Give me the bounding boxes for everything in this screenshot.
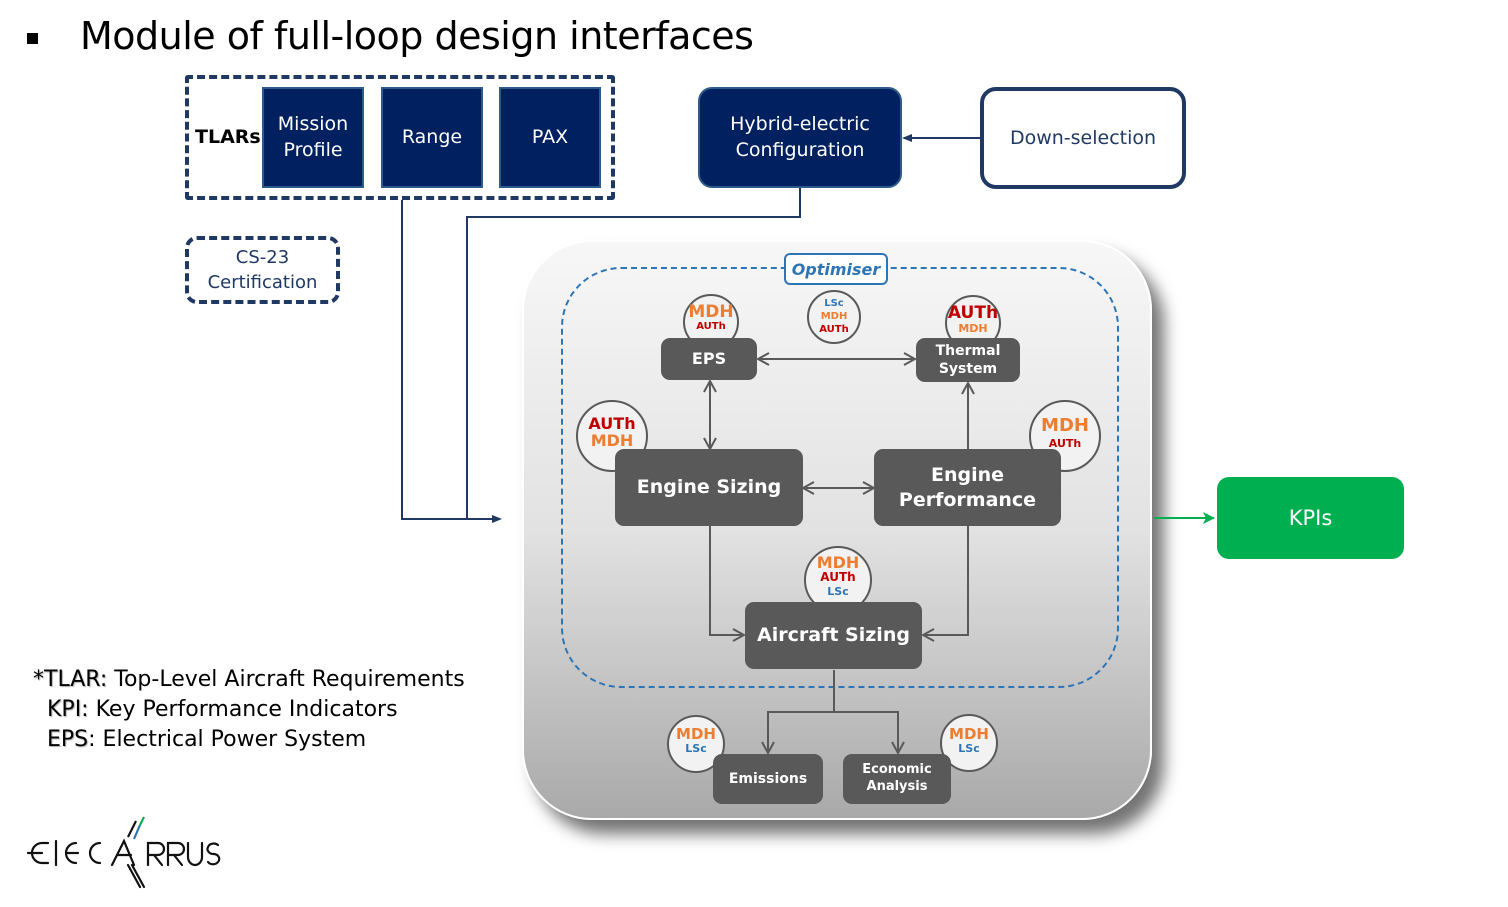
down-selection-box[interactable]: Down-selection (980, 87, 1186, 189)
module-engine-performance-label: Engine Performance (898, 463, 1037, 511)
legend-text: Top-Level Aircraft Requirements (107, 667, 465, 692)
legend-abbr: KPI: (47, 697, 89, 722)
legend-abbr: *TLAR: (33, 667, 108, 692)
module-aircraft-sizing[interactable]: Aircraft Sizing (745, 602, 922, 669)
partner-mdh: MDH (958, 322, 988, 336)
kpis-box[interactable]: KPIs (1217, 477, 1404, 559)
partner-lsc: LSc (958, 742, 980, 756)
partner-lsc: LSc (824, 297, 844, 309)
partner-mdh: MDH (590, 431, 634, 450)
hybrid-connector (466, 188, 801, 519)
partner-mdh: MDH (820, 311, 848, 323)
slide-title: Module of full-loop design interfaces (80, 14, 754, 58)
tlars-label: TLARs (195, 126, 261, 148)
hybrid-configuration-label: Hybrid-electric Configuration (730, 112, 870, 161)
partner-auth: AUTh (1048, 436, 1082, 450)
emissions-partners-badge: MDH LSc (667, 715, 725, 773)
abbreviation-legend: *TLAR: Top-Level Aircraft Requirements K… (33, 665, 465, 755)
legend-item: KPI: Key Performance Indicators (33, 695, 465, 725)
engine-sizing-partners-badge: AUTh MDH (576, 400, 648, 472)
electrrus-logo (26, 816, 221, 889)
partner-mdh: MDH (1041, 414, 1089, 436)
module-emissions-label: Emissions (728, 770, 808, 787)
tlars-connector (401, 200, 502, 523)
legend-item: *TLAR: Top-Level Aircraft Requirements (33, 665, 465, 695)
module-engine-sizing-label: Engine Sizing (636, 476, 782, 499)
partner-lsc: LSc (685, 742, 707, 756)
module-engine-sizing[interactable]: Engine Sizing (615, 449, 803, 526)
module-emissions[interactable]: Emissions (713, 754, 823, 804)
hybrid-configuration-box[interactable]: Hybrid-electric Configuration (698, 87, 902, 188)
optimiser-label: Optimiser (784, 253, 888, 285)
aircraft-economic-arrow (834, 711, 898, 752)
cs23-certification-box[interactable]: CS-23 Certification (185, 236, 340, 304)
title-bullet-icon (27, 33, 38, 44)
partner-auth: AUTh (588, 414, 636, 434)
tlar-pax[interactable]: PAX (499, 87, 601, 188)
engine-sizing-aircraft-arrow (709, 526, 743, 635)
tlar-mission-profile[interactable]: Mission Profile (262, 87, 364, 188)
tlar-mission-profile-label: Mission Profile (277, 112, 349, 161)
legend-abbr: EPS (47, 727, 89, 752)
tlar-range[interactable]: Range (381, 87, 483, 188)
cs23-certification-label: CS-23 Certification (207, 246, 318, 293)
engine-perf-aircraft-arrow (924, 526, 969, 635)
module-economic-analysis-label: Economic Analysis (862, 762, 932, 794)
partner-mdh: MDH (676, 725, 716, 744)
partner-mdh: MDH (949, 725, 989, 744)
partner-auth: AUTh (819, 323, 849, 335)
partner-lsc: LSc (827, 584, 849, 598)
module-economic-analysis[interactable]: Economic Analysis (843, 754, 951, 804)
partner-auth: AUTh (696, 320, 726, 332)
module-thermal-system-label: Thermal System (935, 342, 1001, 377)
partner-mdh: MDH (816, 552, 860, 572)
partner-mdh: MDH (688, 301, 734, 322)
down-selection-label: Down-selection (1009, 127, 1157, 149)
module-eps[interactable]: EPS (661, 338, 757, 380)
kpis-label: KPIs (1288, 506, 1333, 530)
optimiser-partners-badge: LSc MDH AUTh (807, 290, 861, 344)
legend-text: : Electrical Power System (88, 727, 367, 752)
tlars-group (185, 75, 615, 200)
aircraft-emissions-arrow (768, 670, 835, 752)
tlar-range-label: Range (401, 125, 463, 148)
partner-auth: AUTh (947, 303, 999, 324)
module-engine-performance[interactable]: Engine Performance (874, 449, 1061, 526)
tlar-pax-label: PAX (531, 125, 569, 148)
legend-item: EPS: Electrical Power System (33, 725, 465, 755)
module-aircraft-sizing-label: Aircraft Sizing (757, 624, 910, 647)
module-eps-label: EPS (691, 348, 727, 368)
legend-text: Key Performance Indicators (88, 697, 398, 722)
partner-auth: AUTh (820, 570, 856, 585)
module-thermal-system[interactable]: Thermal System (916, 338, 1020, 382)
